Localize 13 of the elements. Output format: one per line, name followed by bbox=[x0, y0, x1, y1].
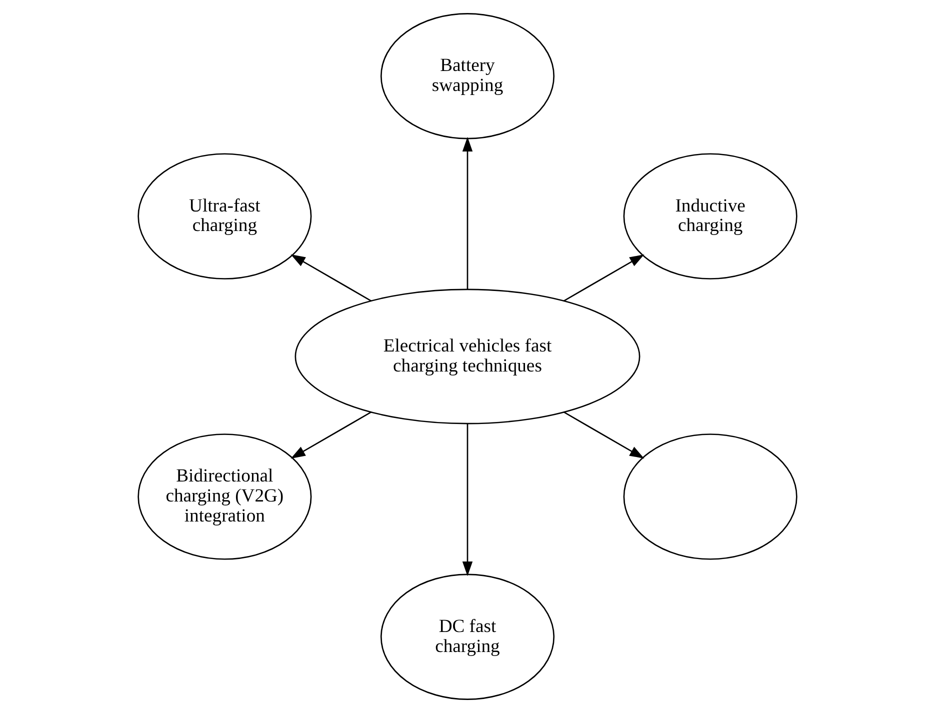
arrow bbox=[290, 254, 372, 302]
arrow bbox=[562, 254, 644, 302]
node-ellipse bbox=[622, 434, 797, 560]
node-ellipse: Battery swapping bbox=[380, 13, 554, 140]
arrow bbox=[290, 412, 372, 459]
node-ellipse: Electrical vehicles fast charging techniques bbox=[294, 288, 640, 424]
node-ellipse: Ultra-fast charging bbox=[137, 153, 312, 280]
node-ellipse: Inductive charging bbox=[622, 153, 797, 280]
arrow bbox=[562, 412, 644, 459]
node-ellipse: DC fast charging bbox=[380, 574, 554, 700]
arrow bbox=[462, 136, 472, 290]
node-ellipse: Bidirectional charging (V2G) integration bbox=[137, 434, 312, 560]
arrow bbox=[462, 424, 472, 576]
